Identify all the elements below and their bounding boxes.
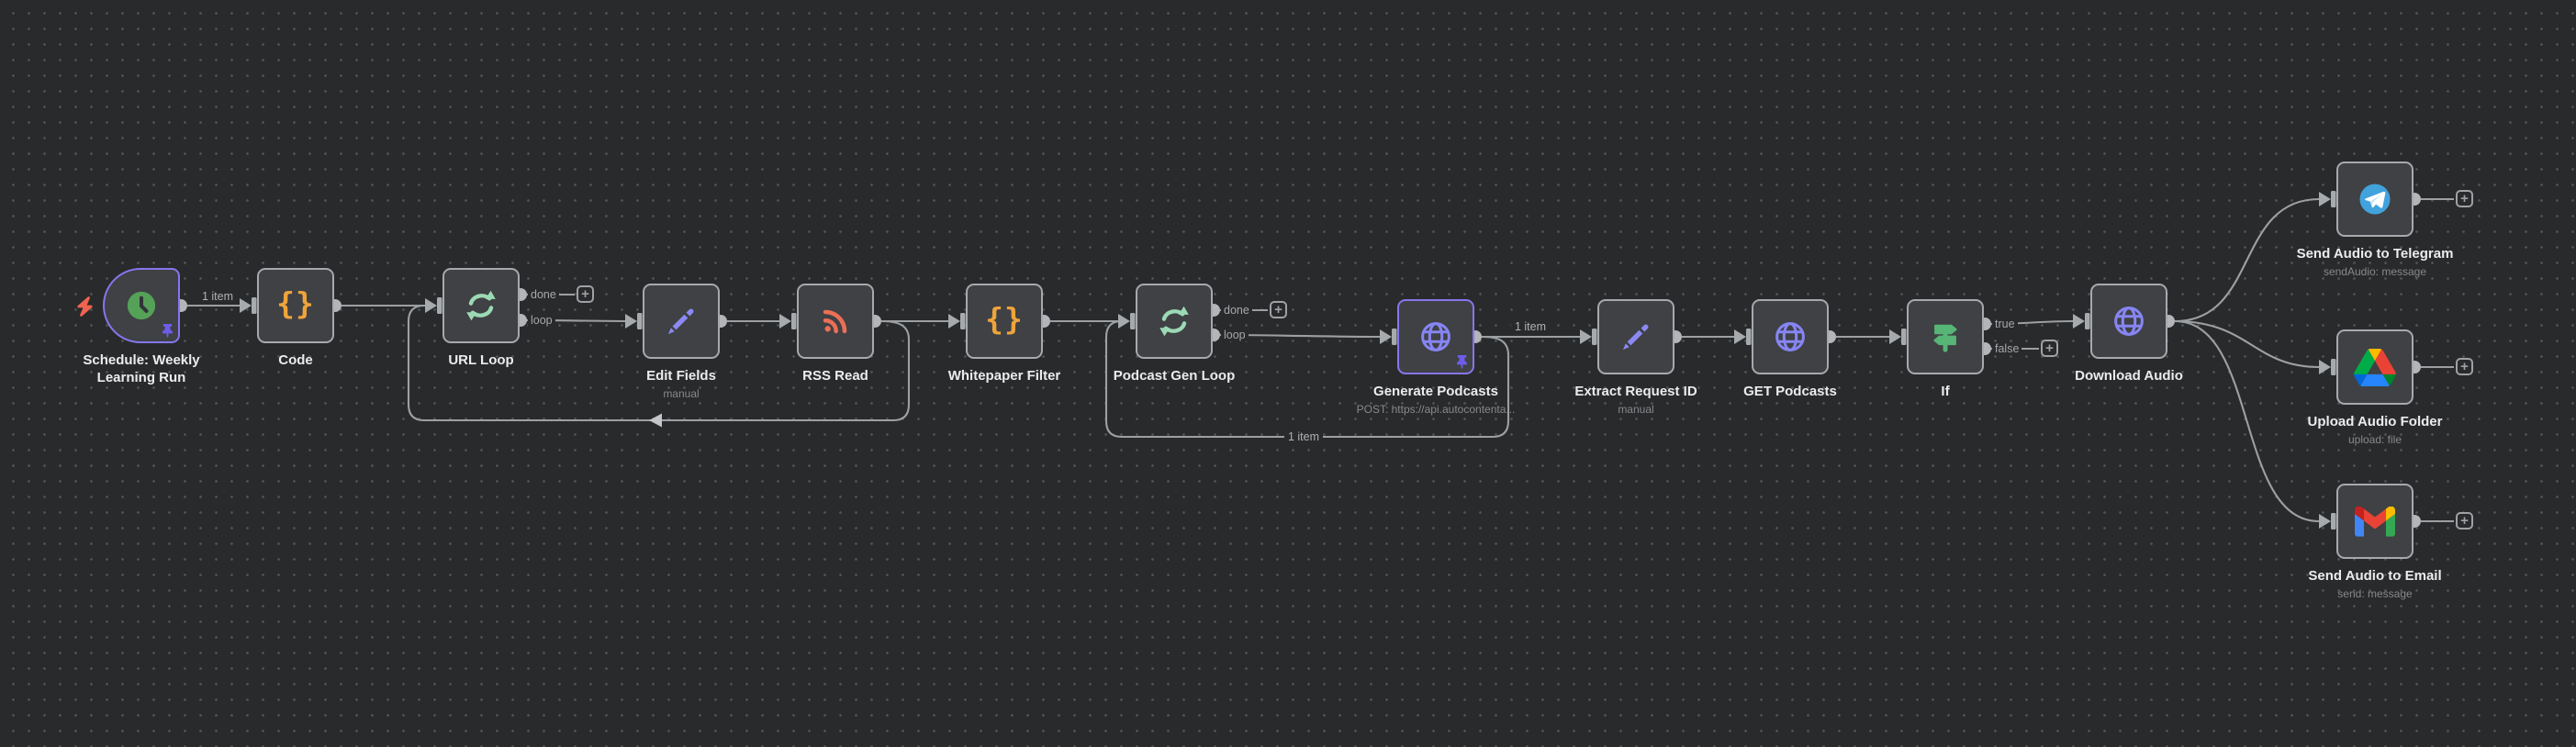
node-code[interactable]: {} Code	[257, 268, 334, 368]
pencil-icon	[1615, 316, 1657, 358]
loop-icon	[1153, 300, 1195, 342]
pencil-icon	[660, 300, 702, 342]
google-drive-icon	[2354, 348, 2396, 386]
node-title: Code	[278, 352, 313, 368]
connection-items-label: 1 item	[1510, 320, 1551, 333]
add-node-button[interactable]: +	[1270, 301, 1287, 318]
connection-items-label: 1 item	[1283, 430, 1324, 443]
output-port-label-done: done	[528, 288, 559, 301]
output-port-label-loop: loop	[528, 314, 555, 327]
telegram-icon	[2355, 179, 2395, 219]
node-title: Upload Audio Folder	[2307, 414, 2443, 429]
node-upload-audio-folder[interactable]: Upload Audio Folder upload: file	[2308, 329, 2442, 446]
code-braces-icon: {}	[985, 301, 1024, 337]
pin-icon	[1456, 355, 1468, 369]
pin-icon	[162, 324, 174, 338]
node-get-podcasts[interactable]: GET Podcasts	[1743, 299, 1837, 399]
node-title: Podcast Gen Loop	[1113, 368, 1236, 384]
node-title: Send Audio to Telegram	[2296, 246, 2454, 262]
node-title: Download Audio	[2075, 368, 2183, 384]
node-title: RSS Read	[802, 368, 868, 384]
input-ports[interactable]	[240, 191, 2336, 530]
output-port-label-loop: loop	[1221, 329, 1249, 341]
signpost-icon	[1925, 317, 1966, 357]
node-subtitle: manual	[663, 387, 700, 400]
node-box[interactable]	[2336, 329, 2414, 405]
node-box[interactable]: {}	[966, 284, 1043, 359]
node-box[interactable]	[2336, 162, 2414, 237]
node-subtitle: upload: file	[2347, 433, 2402, 446]
loopback-arrow-icon	[649, 413, 662, 428]
node-download-audio[interactable]: Download Audio	[2075, 284, 2183, 384]
node-title: URL Loop	[448, 352, 514, 368]
node-title: If	[1941, 384, 1950, 399]
globe-icon	[2108, 300, 2150, 342]
node-generate-podcasts[interactable]: Generate Podcasts POST: https://api.auto…	[1357, 299, 1515, 416]
node-podcast-gen-loop[interactable]: Podcast Gen Loop	[1114, 284, 1235, 384]
add-node-button[interactable]: +	[2456, 190, 2473, 207]
code-braces-icon: {}	[276, 285, 315, 321]
node-title: Whitepaper Filter	[947, 368, 1061, 384]
node-box[interactable]	[2090, 284, 2167, 359]
node-title: Send Audio to Email	[2308, 568, 2442, 584]
add-node-button[interactable]: +	[577, 285, 594, 303]
node-subtitle: send: message	[2337, 587, 2413, 600]
node-edit-fields[interactable]: Edit Fields manual	[643, 284, 720, 400]
connection-lines	[187, 197, 2454, 523]
add-node-button[interactable]: +	[2041, 340, 2058, 357]
node-send-audio-to-email[interactable]: Send Audio to Email send: message	[2308, 484, 2442, 600]
loop-icon	[460, 284, 502, 327]
node-whitepaper-filter[interactable]: {} Whitepaper Filter	[948, 284, 1060, 384]
node-box[interactable]	[643, 284, 720, 359]
output-port-label-false: false	[1992, 342, 2022, 355]
node-box[interactable]	[442, 268, 520, 343]
node-schedule-weekly-learning-run[interactable]: Schedule: Weekly Learning Run	[77, 268, 200, 385]
node-subtitle: POST: https://api.autocontenta...	[1356, 403, 1516, 416]
output-port-label-done: done	[1221, 304, 1252, 317]
clock-icon	[121, 285, 162, 326]
node-box[interactable]	[1907, 299, 1984, 374]
node-title: Schedule: Weekly Learning Run	[83, 352, 200, 385]
node-rss-read[interactable]: RSS Read	[797, 284, 874, 384]
globe-icon	[1769, 316, 1811, 358]
node-title: Extract Request ID	[1574, 384, 1697, 399]
node-if[interactable]: If	[1907, 299, 1984, 399]
node-box[interactable]	[1136, 284, 1213, 359]
node-send-audio-to-telegram[interactable]: Send Audio to Telegram sendAudio: messag…	[2297, 162, 2453, 278]
node-url-loop[interactable]: URL Loop	[442, 268, 520, 368]
node-extract-request-id[interactable]: Extract Request ID manual	[1574, 299, 1697, 416]
node-box[interactable]: {}	[257, 268, 334, 343]
node-box[interactable]	[1597, 299, 1674, 374]
node-title: Generate Podcasts	[1373, 384, 1498, 399]
add-node-button[interactable]: +	[2456, 358, 2473, 375]
add-node-button[interactable]: +	[2456, 512, 2473, 530]
node-subtitle: manual	[1618, 403, 1654, 416]
rss-icon	[816, 302, 855, 340]
node-subtitle: sendAudio: message	[2323, 265, 2427, 278]
node-title: GET Podcasts	[1743, 384, 1837, 399]
globe-icon	[1415, 316, 1457, 358]
connection-items-label: 1 item	[197, 290, 238, 303]
node-box[interactable]	[797, 284, 874, 359]
gmail-icon	[2355, 505, 2395, 537]
node-box[interactable]	[2336, 484, 2414, 559]
node-title: Edit Fields	[646, 368, 716, 384]
lightning-bolt-icon	[76, 295, 94, 318]
node-box[interactable]	[77, 268, 180, 343]
output-port-label-true: true	[1992, 318, 2018, 330]
node-box[interactable]	[1397, 299, 1474, 374]
node-box[interactable]	[1752, 299, 1829, 374]
